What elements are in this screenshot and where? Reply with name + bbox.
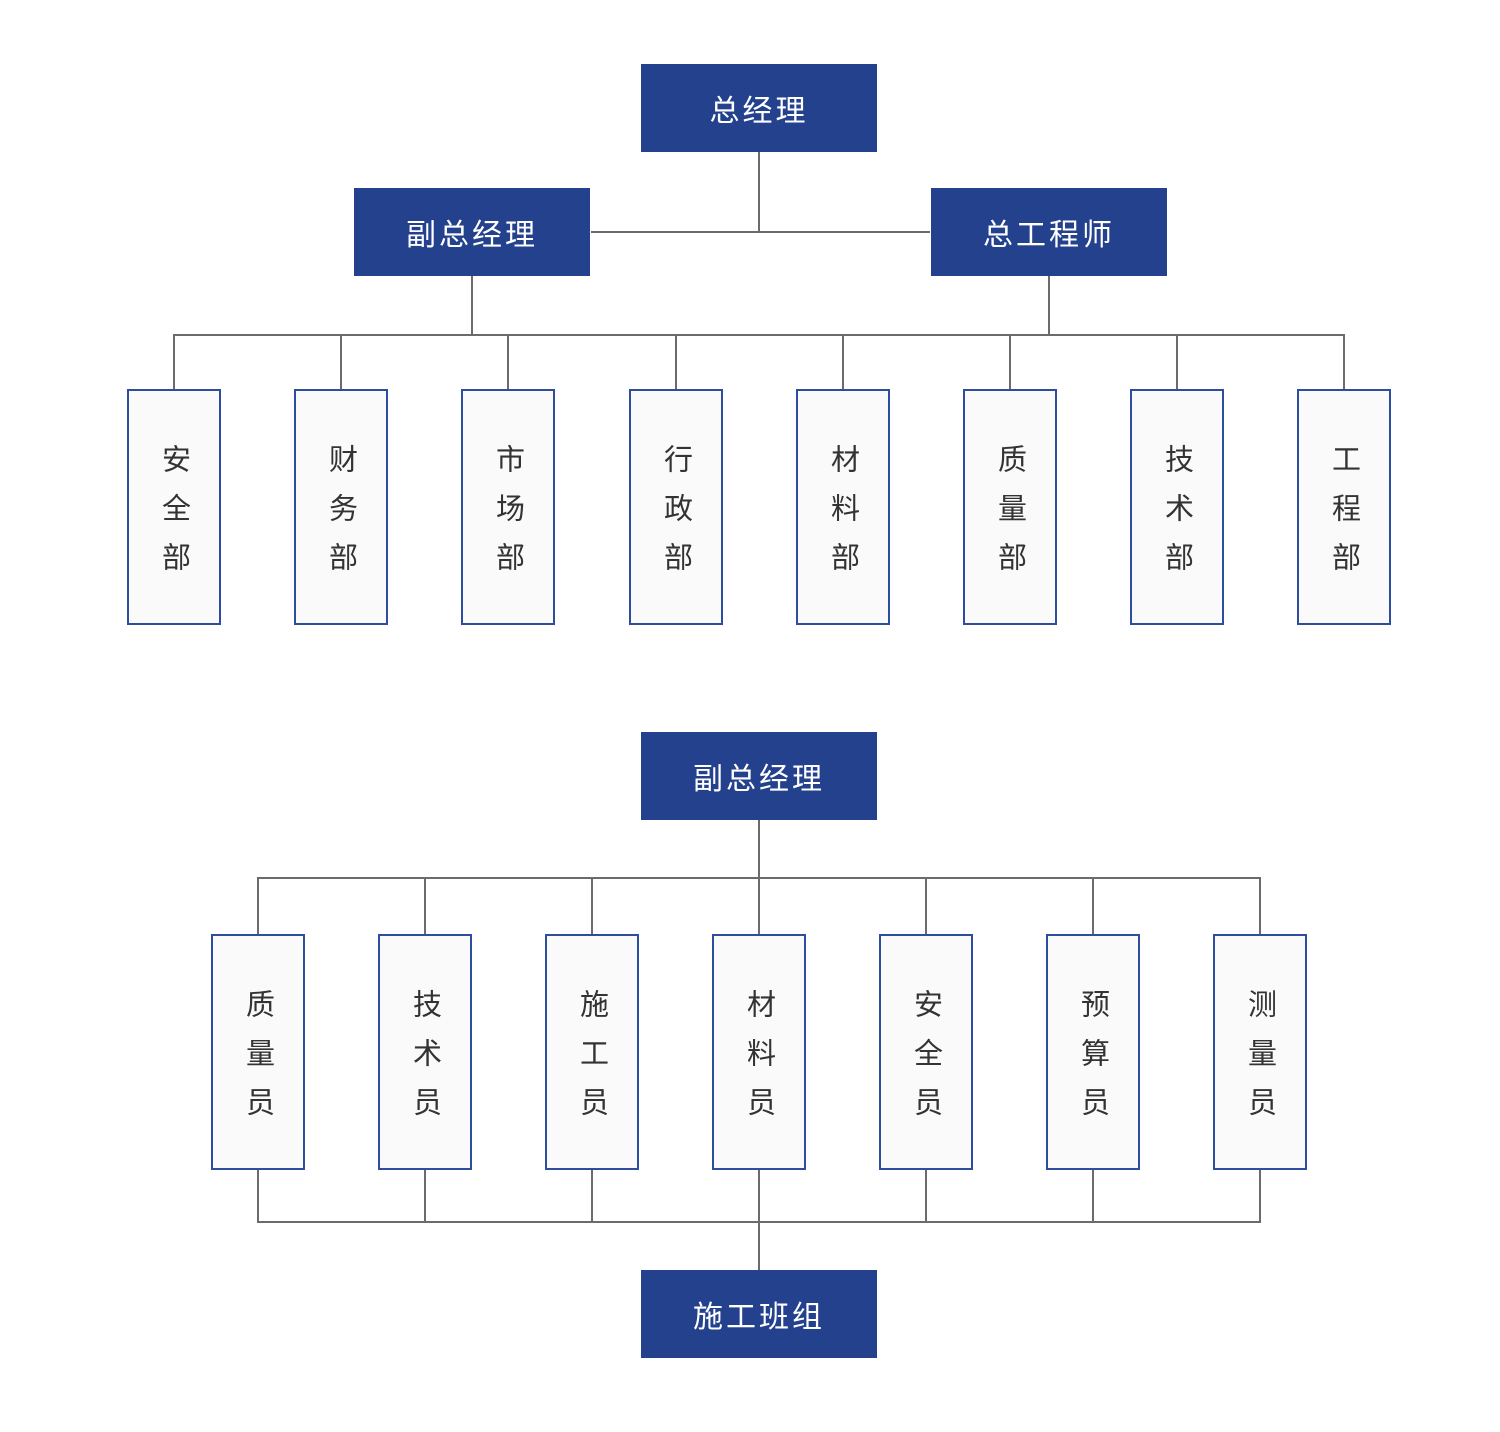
node-label: 材料部 xyxy=(826,443,861,591)
node-general-manager: 总经理 xyxy=(641,64,877,152)
node-dept-safety: 安全部 xyxy=(127,389,221,625)
node-label: 预算员 xyxy=(1076,988,1111,1136)
node-label: 总工程师 xyxy=(983,218,1115,253)
node-label: 市场部 xyxy=(491,443,526,591)
node-label: 材料员 xyxy=(742,988,777,1136)
node-dept-quality: 质量部 xyxy=(963,389,1057,625)
node-dept-administration: 行政部 xyxy=(629,389,723,625)
node-label: 测量员 xyxy=(1243,988,1278,1136)
node-label: 施工员 xyxy=(575,988,610,1136)
node-chief-engineer: 总工程师 xyxy=(931,188,1167,276)
node-dept-market: 市场部 xyxy=(461,389,555,625)
node-dept-materials: 材料部 xyxy=(796,389,890,625)
node-role-materials: 材料员 xyxy=(712,934,806,1170)
node-construction-team: 施工班组 xyxy=(641,1270,877,1358)
node-label: 副总经理 xyxy=(406,218,538,253)
node-role-quality: 质量员 xyxy=(211,934,305,1170)
node-dept-finance: 财务部 xyxy=(294,389,388,625)
node-label: 财务部 xyxy=(324,443,359,591)
node-role-budget: 预算员 xyxy=(1046,934,1140,1170)
node-label: 安全员 xyxy=(909,988,944,1136)
node-deputy-general-manager: 副总经理 xyxy=(354,188,590,276)
node-role-safety: 安全员 xyxy=(879,934,973,1170)
node-dept-technology: 技术部 xyxy=(1130,389,1224,625)
node-label: 质量员 xyxy=(241,988,276,1136)
node-label: 质量部 xyxy=(993,443,1028,591)
node-label: 施工班组 xyxy=(693,1300,825,1335)
node-role-survey: 测量员 xyxy=(1213,934,1307,1170)
node-role-technical: 技术员 xyxy=(378,934,472,1170)
node-label: 总经理 xyxy=(709,94,809,129)
top-section-connectors xyxy=(173,152,1345,390)
node-label: 安全部 xyxy=(157,443,192,591)
node-deputy-general-manager-2: 副总经理 xyxy=(641,732,877,820)
node-label: 副总经理 xyxy=(693,762,825,797)
node-label: 行政部 xyxy=(659,443,694,591)
node-label: 工程部 xyxy=(1327,443,1362,591)
bottom-section-connectors xyxy=(257,820,1261,1271)
node-dept-engineering: 工程部 xyxy=(1297,389,1391,625)
node-role-construction: 施工员 xyxy=(545,934,639,1170)
node-label: 技术员 xyxy=(408,988,443,1136)
node-label: 技术部 xyxy=(1160,443,1195,591)
